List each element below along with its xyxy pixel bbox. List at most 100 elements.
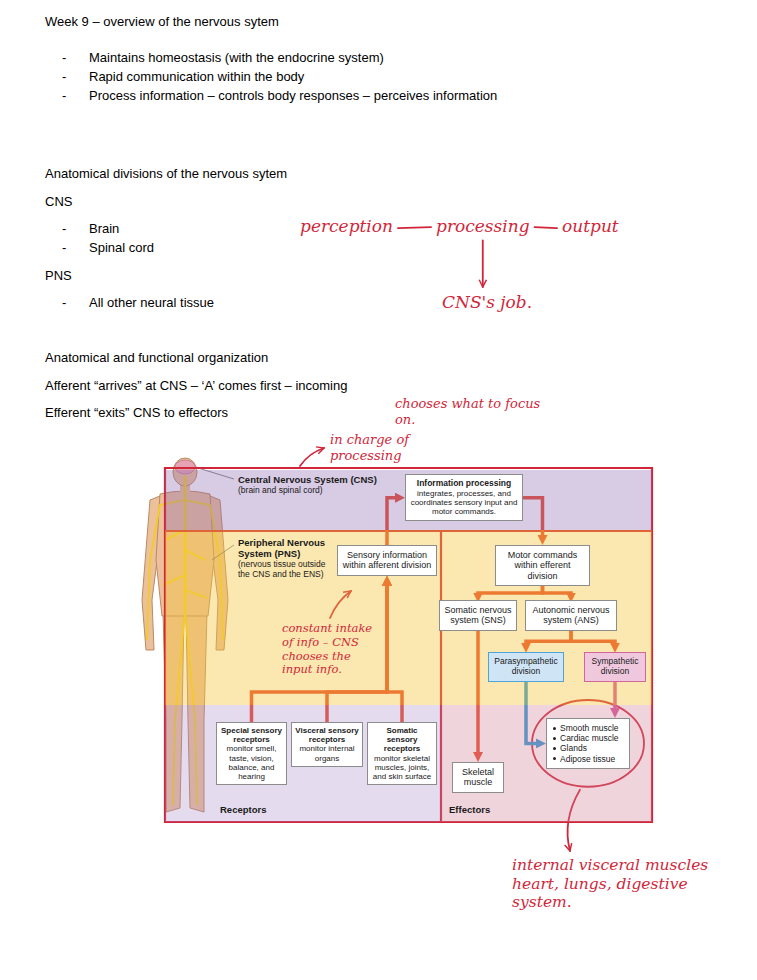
node-heading: Visceral sensory receptors xyxy=(294,726,360,744)
process-box: Motor commands within efferent division xyxy=(495,545,590,586)
bullet-dot xyxy=(553,737,556,740)
process-box: Sensory information within afferent divi… xyxy=(337,545,437,576)
list-text: Adipose tissue xyxy=(560,754,615,764)
process-box: Information processingintegrates, proces… xyxy=(405,474,523,521)
note-text: Rapid communication within the body xyxy=(89,69,304,85)
note-text: Anatomical and functional organization xyxy=(45,350,268,366)
hand-arrow xyxy=(482,240,484,287)
note-text: PNS xyxy=(45,268,72,284)
list-text: Cardiac muscle xyxy=(560,733,619,743)
label-holder: constant intake of info – CNS chooses th… xyxy=(282,622,376,677)
handwritten-note: processing xyxy=(436,216,530,236)
handwritten-note: internal visceral muscles heart, lungs, … xyxy=(512,856,750,912)
region-band: Peripheral Nervous System (PNS)(nervous … xyxy=(165,530,652,705)
label-holder: output xyxy=(562,216,619,236)
label-holder: - xyxy=(62,295,66,311)
bullet-dash: - xyxy=(62,50,66,66)
bullet-dash: - xyxy=(62,88,66,104)
bullet-dot xyxy=(553,747,556,750)
node-text: Sympathetic division xyxy=(589,657,641,677)
note-text: Anatomical divisions of the nervous syte… xyxy=(45,166,287,182)
label-holder: CNS xyxy=(45,194,72,210)
node-text: integrates, processes, and coordinates s… xyxy=(410,489,518,517)
process-box: Autonomic nervous system (ANS) xyxy=(525,600,617,631)
list-item: Adipose tissue xyxy=(553,754,625,764)
node-text: (nervous tissue outside the CNS and the … xyxy=(238,560,330,580)
label-holder: internal visceral muscles heart, lungs, … xyxy=(512,856,750,912)
label-holder: perception xyxy=(300,216,393,236)
process-box: Somatic nervous system (SNS) xyxy=(439,600,517,631)
label-holder: Afferent “arrives” at CNS – ‘A’ comes fi… xyxy=(45,378,347,394)
node-text: monitor skeletal muscles, joints, and sk… xyxy=(370,754,434,782)
node-text: monitor internal organs xyxy=(294,744,360,762)
node-heading: Information processing xyxy=(410,479,518,489)
bullet-dash: - xyxy=(62,295,66,311)
note-text: Process information – controls body resp… xyxy=(89,88,497,104)
handwritten-note: constant intake of info – CNS chooses th… xyxy=(282,622,376,677)
note-text: Maintains homeostasis (with the endocrin… xyxy=(89,50,384,66)
label-holder: Process information – controls body resp… xyxy=(89,88,497,104)
node-heading: Peripheral Nervous System (PNS) xyxy=(238,538,330,560)
handwritten-note: perception xyxy=(300,216,393,236)
hand-dash xyxy=(398,227,431,228)
node-text: Motor commands within efferent division xyxy=(500,550,585,581)
node-text: monitor smell, taste, vision, balance, a… xyxy=(219,744,284,781)
note-text: All other neural tissue xyxy=(89,295,214,311)
note-text: Spinal cord xyxy=(89,240,154,256)
label-holder: - xyxy=(62,240,66,256)
effector-box: Skeletal muscle xyxy=(452,762,504,793)
node-text: Sensory information within afferent divi… xyxy=(342,550,432,571)
note-text: Afferent “arrives” at CNS – ‘A’ comes fi… xyxy=(45,378,347,394)
label-holder: - xyxy=(62,69,66,85)
node-text: Receptors xyxy=(220,805,441,816)
node-heading: Somatic sensory receptors xyxy=(370,726,434,754)
hand-dash xyxy=(535,227,557,228)
label-holder: chooses what to focus on. xyxy=(395,396,545,427)
region-band: Central Nervous System (CNS)(brain and s… xyxy=(165,470,652,530)
bullet-dot xyxy=(553,727,556,730)
page-title: Week 9 – overview of the nervous sytem xyxy=(45,14,279,30)
node-text: Skeletal muscle xyxy=(457,767,499,788)
note-text: CNS xyxy=(45,194,72,210)
list-text: Smooth muscle xyxy=(560,723,619,733)
hand-drawn-frame xyxy=(165,468,652,822)
node-text: Autonomic nervous system (ANS) xyxy=(530,605,612,626)
label-holder: All other neural tissue xyxy=(89,295,214,311)
handwritten-note: chooses what to focus on. xyxy=(395,396,545,427)
node-text: Parasympathetic division xyxy=(493,657,559,677)
title-holder: Week 9 – overview of the nervous sytem xyxy=(45,14,279,30)
list-item: Smooth muscle xyxy=(553,723,625,733)
label-holder: - xyxy=(62,221,66,237)
label-holder: Anatomical and functional organization xyxy=(45,350,268,366)
note-text: Efferent “exits” CNS to effectors xyxy=(45,405,228,421)
receptor-box: Special sensory receptorsmonitor smell, … xyxy=(216,722,287,785)
division-box: Sympathetic division xyxy=(584,652,646,682)
receptor-box: Somatic sensory receptorsmonitor skeleta… xyxy=(367,722,437,785)
note-text: Brain xyxy=(89,221,119,237)
bullet-dash: - xyxy=(62,221,66,237)
region-band: ReceptorsSpecial sensory receptorsmonito… xyxy=(165,705,441,822)
division-box: Parasympathetic division xyxy=(488,652,564,682)
list-text: Glands xyxy=(560,743,587,753)
handwritten-note: CNS's job. xyxy=(442,292,532,312)
node-heading: Special sensory receptors xyxy=(219,726,284,744)
list-item: Cardiac muscle xyxy=(553,733,625,743)
hand-arrow xyxy=(300,448,324,466)
label-holder: Maintains homeostasis (with the endocrin… xyxy=(89,50,384,66)
region-band: Effectors Skeletal muscle Smooth muscleCar… xyxy=(441,705,652,822)
label-holder: Spinal cord xyxy=(89,240,154,256)
label-holder: Efferent “exits” CNS to effectors xyxy=(45,405,228,421)
bullet-dot xyxy=(553,757,556,760)
effector-list-box: Smooth muscleCardiac muscleGlandsAdipose… xyxy=(546,718,630,769)
label-holder: Rapid communication within the body xyxy=(89,69,304,85)
label-holder: - xyxy=(62,50,66,66)
handwritten-marks xyxy=(165,227,652,851)
handwritten-note: in charge of processing xyxy=(330,432,468,463)
bullet-dash: - xyxy=(62,240,66,256)
label-holder: Brain xyxy=(89,221,119,237)
label-holder: CNS's job. xyxy=(442,292,532,312)
node-text: Effectors xyxy=(449,805,652,816)
label-holder: PNS xyxy=(45,268,72,284)
bullet-dash: - xyxy=(62,69,66,85)
